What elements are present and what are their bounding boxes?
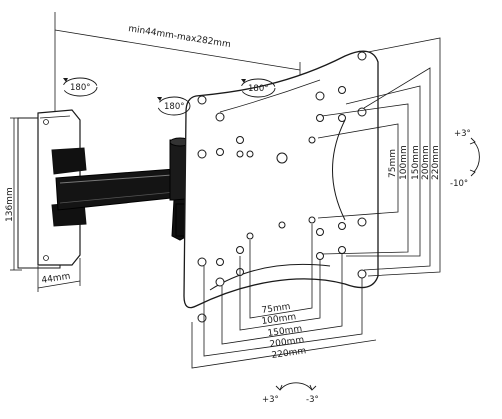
tilt-arc-icon bbox=[473, 141, 480, 173]
wall-plate-depth-dimension bbox=[37, 258, 81, 292]
vesa-vertical-100: 100mm bbox=[399, 145, 409, 180]
vesa-vertical-220: 220mm bbox=[431, 145, 441, 180]
rotate-right-label: -3° bbox=[306, 395, 319, 405]
swivel-wall-symbol bbox=[62, 77, 98, 97]
vesa-vertical-75: 75mm bbox=[388, 149, 398, 178]
wall-plate-height-label: 136mm bbox=[5, 187, 15, 222]
curved-arrow-icon bbox=[157, 97, 162, 101]
swivel-middle-symbol bbox=[157, 96, 191, 116]
rotate-symbol bbox=[275, 382, 317, 391]
wall-plate-height-dimension bbox=[10, 117, 22, 271]
swivel-head-symbol bbox=[240, 78, 276, 98]
vesa-horizontal-200: 200mm bbox=[269, 335, 305, 350]
vesa-vertical-150: 150mm bbox=[411, 145, 421, 180]
tilt-symbol bbox=[469, 137, 480, 177]
curved-arrow-icon bbox=[63, 78, 68, 82]
swivel-middle-label: 180° bbox=[164, 102, 184, 112]
tilt-down-label: -10° bbox=[450, 179, 468, 189]
vesa-vertical-dimensions bbox=[317, 37, 441, 277]
swivel-head-label: 180° bbox=[248, 84, 268, 94]
tilt-up-label: +3° bbox=[454, 129, 471, 139]
swivel-wall-label: 180° bbox=[70, 83, 90, 93]
tilt-arc-icon bbox=[279, 382, 313, 391]
wall-plate-depth-label: 44mm bbox=[41, 272, 71, 286]
vesa-plate bbox=[183, 50, 379, 309]
vesa-vertical-200: 200mm bbox=[421, 145, 431, 180]
vesa-horizontal-dimensions bbox=[191, 224, 377, 369]
rotate-left-label: +3° bbox=[262, 395, 279, 405]
vesa-horizontal-220: 220mm bbox=[271, 346, 307, 361]
extension-range-label: min44mm-max282mm bbox=[128, 24, 232, 50]
vesa-horizontal-75: 75mm bbox=[261, 302, 291, 316]
vesa-horizontal-150: 150mm bbox=[267, 324, 303, 339]
vesa-horizontal-100: 100mm bbox=[261, 312, 297, 327]
curved-arrow-icon bbox=[241, 79, 246, 83]
articulating-arm bbox=[51, 137, 199, 241]
wall-plate bbox=[17, 109, 81, 269]
